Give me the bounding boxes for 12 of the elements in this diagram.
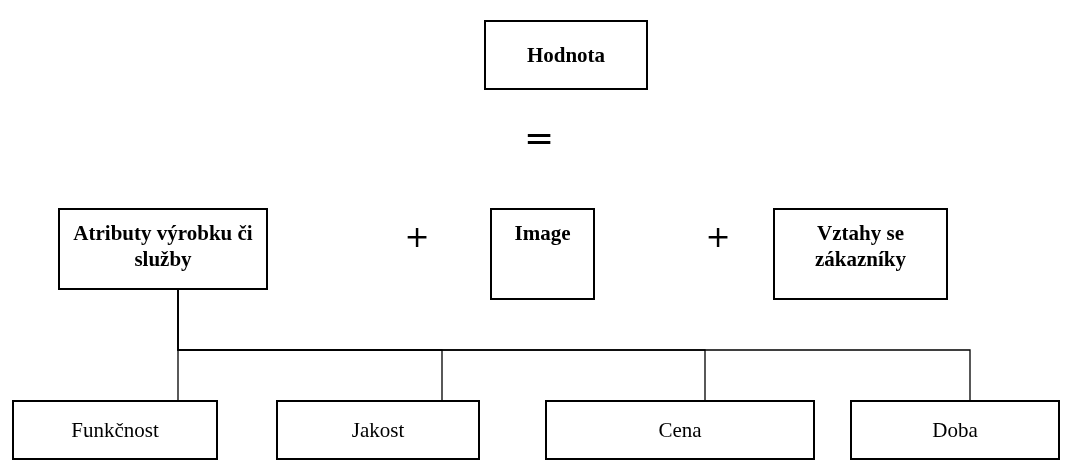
label-box: Atributy výrobku či služby xyxy=(58,208,268,290)
label-box: Vztahy se zákazníky xyxy=(773,208,948,300)
label-box: Doba xyxy=(850,400,1060,460)
label-box: Cena xyxy=(545,400,815,460)
operator-sign: = xyxy=(522,120,556,156)
connector-line xyxy=(177,289,971,401)
label-box: Jakost xyxy=(276,400,480,460)
label-box: Hodnota xyxy=(484,20,648,90)
operator-sign: + xyxy=(403,222,431,252)
operator-sign: + xyxy=(704,222,732,252)
label-box: Image xyxy=(490,208,595,300)
label-box: Funkčnost xyxy=(12,400,218,460)
